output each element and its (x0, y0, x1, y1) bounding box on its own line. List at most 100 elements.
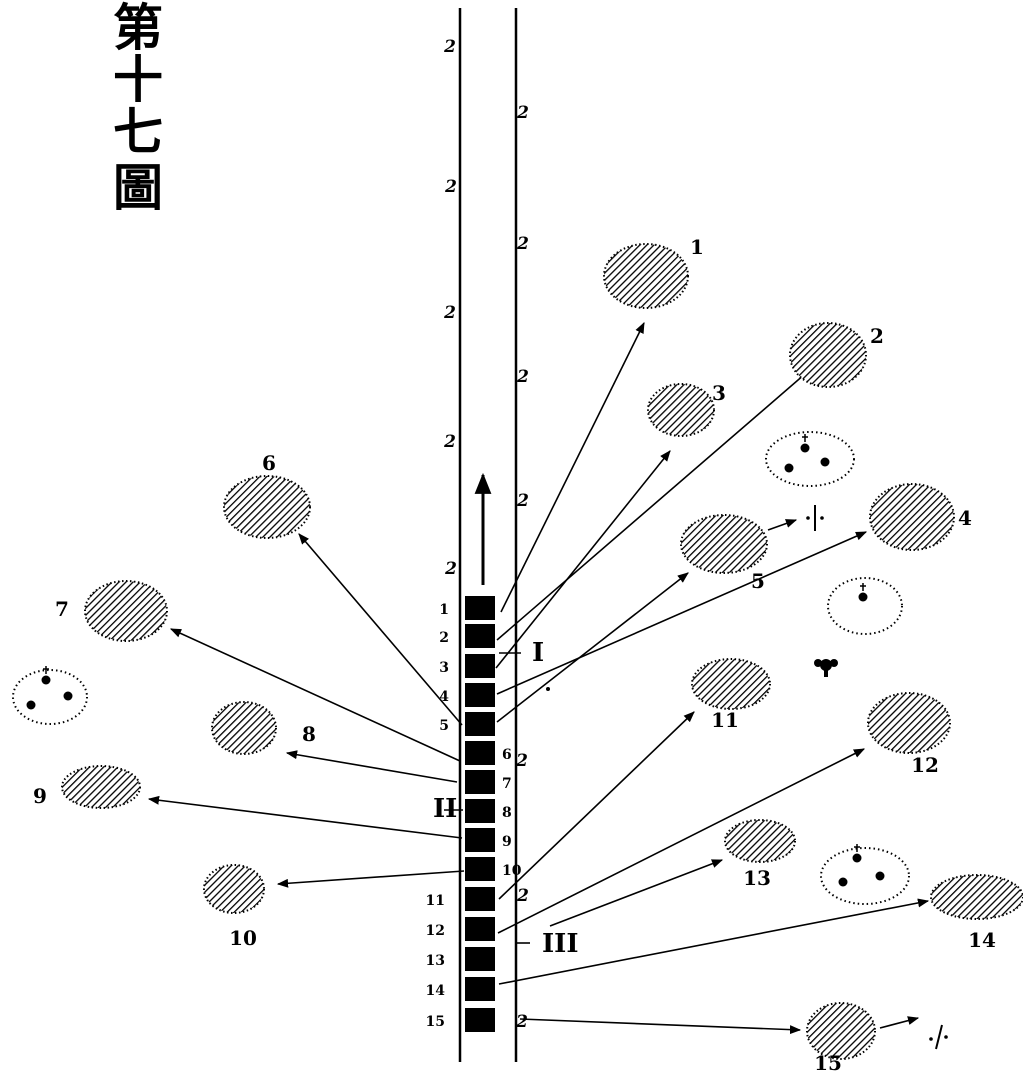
stem-block-13: 13 (426, 947, 495, 971)
block-shape (465, 977, 495, 1001)
dotted-cell (12, 666, 88, 725)
stem-block-5: 5 (439, 712, 495, 736)
block-shape (465, 741, 495, 765)
connection-arrow (496, 531, 868, 695)
hatched-blob-shape (61, 765, 141, 809)
hatched-blob-shape (211, 701, 277, 755)
connection-arrow (497, 748, 866, 934)
cell-outline (827, 577, 903, 635)
hatched-blob-shape (680, 514, 768, 574)
group-III: III (515, 929, 579, 959)
block-label: 1 (439, 602, 449, 618)
dotted-cell (827, 577, 903, 635)
block-shape (465, 917, 495, 941)
stem-block-7: 7 (465, 770, 512, 794)
hatched-blob-shape (603, 243, 689, 309)
blob-3: 3 (647, 381, 726, 437)
blob-6: 6 (223, 451, 311, 539)
block-label: 3 (439, 660, 449, 676)
connection-arrow (147, 795, 463, 839)
blob-10: 10 (203, 864, 265, 950)
misc-symbols (546, 505, 948, 1050)
flower-icon (814, 659, 838, 677)
dot-mark (546, 687, 550, 691)
hatched-blob-shape (724, 819, 796, 863)
cell-dot (63, 691, 73, 701)
blob-5: 5 (680, 514, 768, 593)
cell-dot (784, 463, 794, 473)
block-label: 13 (426, 953, 445, 969)
hatched-blob-shape (84, 580, 168, 642)
blob-11: 11 (691, 658, 771, 732)
title-char-1: 第 (113, 0, 163, 57)
dotted-cell (765, 431, 855, 487)
connection-arrow (519, 1018, 802, 1035)
block-label: 15 (426, 1014, 445, 1030)
node-mark: 2 (516, 491, 529, 511)
group-label: III (542, 929, 579, 959)
blob-1: 1 (603, 235, 704, 309)
cross-mark-icon (806, 505, 824, 531)
connection-arrow (169, 628, 461, 762)
connection-arrow (498, 711, 695, 900)
connection-arrow (500, 321, 645, 613)
dotted-cells (12, 431, 910, 905)
block-label: 7 (502, 776, 512, 792)
hatched-blob-shape (223, 475, 311, 539)
block-shape (465, 654, 495, 678)
blob-label: 2 (870, 324, 884, 348)
blob-label: 8 (302, 722, 316, 746)
block-label: 2 (439, 630, 449, 646)
node-mark: 2 (516, 103, 529, 123)
block-label: 14 (426, 983, 446, 999)
cell-dot (41, 675, 51, 685)
blob-12: 12 (867, 692, 951, 777)
cell-outline (12, 669, 88, 725)
group-I: I (499, 638, 544, 668)
node-mark: 2 (443, 303, 456, 323)
stem-block-15: 15 (426, 1008, 495, 1032)
block-label: 12 (426, 923, 445, 939)
cell-dot (858, 592, 868, 602)
blob-label: 14 (968, 928, 996, 952)
stem-block-12: 12 (426, 917, 495, 941)
block-shape (465, 624, 495, 648)
hatched-blob-shape (930, 874, 1023, 920)
node-mark: 2 (443, 37, 456, 57)
block-shape (465, 683, 495, 707)
connection-arrow (495, 450, 671, 669)
blob-8: 8 (211, 701, 316, 755)
connection-arrow (549, 859, 724, 927)
blob-15: 15 (806, 1002, 876, 1075)
node-mark: 2 (515, 751, 528, 771)
block-shape (465, 828, 495, 852)
node-mark: 2 (516, 886, 529, 906)
block-shape (465, 596, 495, 620)
block-shape (465, 770, 495, 794)
cell-dot (26, 700, 36, 710)
stem-block-2: 2 (439, 624, 495, 648)
blob-label: 5 (751, 569, 765, 593)
group-II: II (433, 794, 463, 824)
node-mark: 2 (516, 367, 529, 387)
block-label: 4 (439, 689, 449, 705)
blob-7: 7 (55, 580, 168, 642)
blob-label: 12 (911, 753, 939, 777)
connection-arrow (276, 870, 465, 888)
node-mark: 2 (516, 234, 529, 254)
blob-13: 13 (724, 819, 796, 890)
blob-label: 10 (229, 926, 257, 950)
cell-outline (820, 847, 910, 905)
blob-14: 14 (930, 874, 1023, 952)
title-char-3: 七 (113, 102, 163, 161)
hatched-blob-shape (869, 483, 955, 551)
cell-dot (820, 457, 830, 467)
block-label: 10 (502, 863, 522, 879)
block-shape (465, 887, 495, 911)
